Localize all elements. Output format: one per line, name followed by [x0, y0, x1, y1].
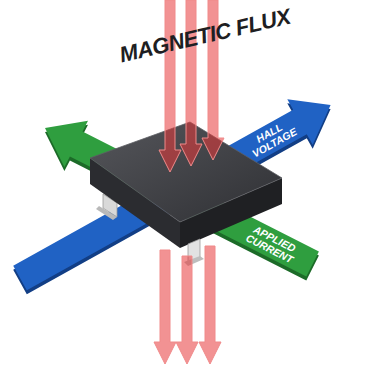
flux-arrow — [176, 256, 198, 364]
flux-arrow — [199, 246, 221, 364]
flux-arrow — [159, 0, 181, 172]
flux-arrow — [180, 0, 202, 166]
lead-foot — [96, 206, 117, 220]
flux-arrow — [202, 0, 224, 160]
flux-arrow — [154, 250, 176, 364]
flux-label: MAGNETIC FLUX — [117, 5, 292, 68]
